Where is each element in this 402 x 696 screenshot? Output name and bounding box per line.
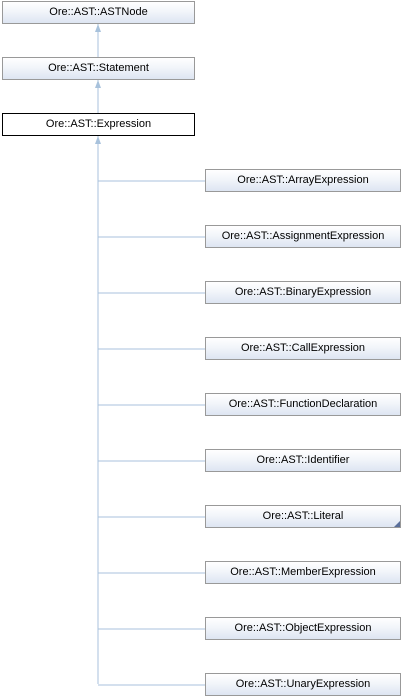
node-unaryexpression[interactable]: Ore::AST::UnaryExpression [205,673,401,696]
node-functiondeclaration[interactable]: Ore::AST::FunctionDeclaration [205,393,401,416]
arrowhead-astnode [95,24,101,32]
collapsed-indicator-icon [394,521,400,527]
node-identifier[interactable]: Ore::AST::Identifier [205,449,401,472]
arrowhead-expression [95,136,101,144]
node-binaryexpression[interactable]: Ore::AST::BinaryExpression [205,281,401,304]
node-assignmentexpression[interactable]: Ore::AST::AssignmentExpression [205,225,401,248]
node-expression-current: Ore::AST::Expression [2,113,195,136]
node-callexpression[interactable]: Ore::AST::CallExpression [205,337,401,360]
node-arrayexpression[interactable]: Ore::AST::ArrayExpression [205,169,401,192]
node-astnode[interactable]: Ore::AST::ASTNode [2,1,195,24]
node-memberexpression[interactable]: Ore::AST::MemberExpression [205,561,401,584]
node-statement[interactable]: Ore::AST::Statement [2,57,195,80]
arrowhead-statement [95,80,101,88]
node-literal[interactable]: Ore::AST::Literal [205,505,401,528]
node-objectexpression[interactable]: Ore::AST::ObjectExpression [205,617,401,640]
